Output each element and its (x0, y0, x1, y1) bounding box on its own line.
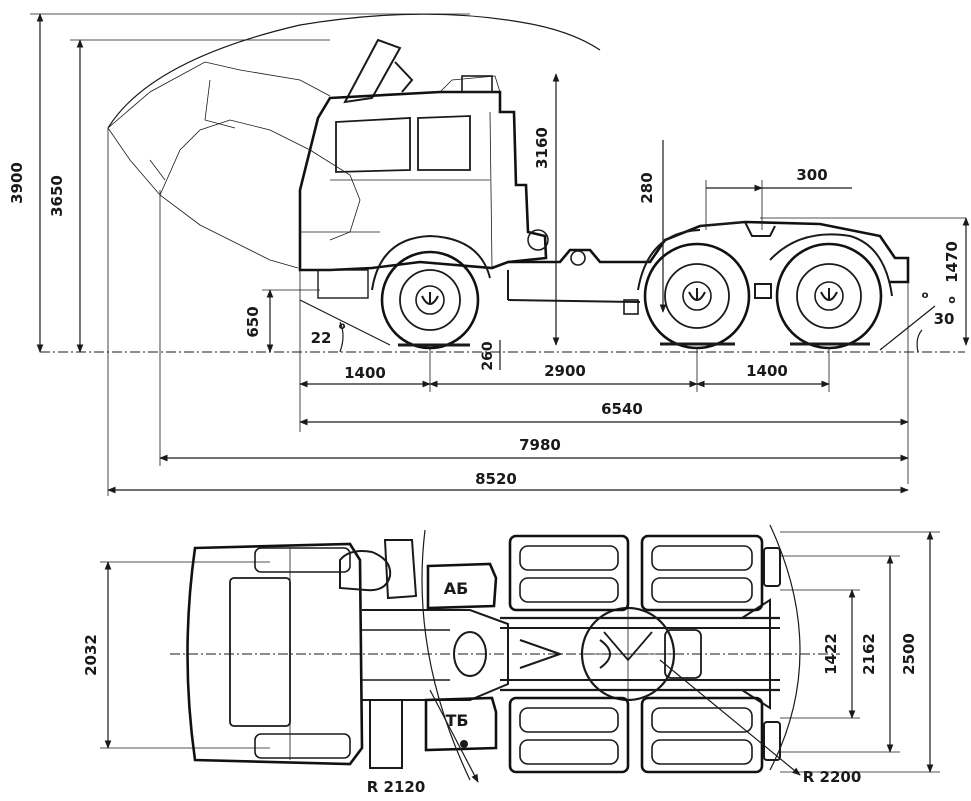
cab-tilt-envelope (107, 13, 601, 269)
front-track-label: 2032 (82, 634, 100, 676)
saddle-offset-dimension: 300 (705, 166, 852, 230)
approach-angle-unit: o (339, 321, 346, 332)
raised-intake (343, 38, 402, 104)
cab-body (298, 75, 549, 299)
battery-box: АБ (426, 562, 498, 610)
saddle-offset-label: 300 (796, 166, 827, 184)
turning-arc-rear (769, 524, 801, 771)
battery-box-label: АБ (444, 579, 469, 598)
rear-tires-right (508, 696, 781, 774)
length-dimensions: 1400 2900 1400 6540 7980 8520 (107, 128, 909, 496)
overall-height-label: 3900 (8, 162, 26, 204)
coupling-degree-mark: o (945, 296, 958, 304)
rear-wheel (769, 233, 893, 350)
rear-track-label: 2162 (860, 633, 878, 675)
front-overhang-label: 1400 (344, 364, 386, 382)
top-view: АБ ТБ (82, 524, 940, 796)
departure-angle-label: 30 (934, 310, 955, 328)
front-overhang-height-label: 650 (244, 306, 262, 337)
fuel-tank: ТБ (424, 696, 498, 752)
angle-dimensions: 22 o 30 o (299, 290, 955, 353)
turning-radius-rear-label: R 2200 (803, 768, 862, 786)
width-dimensions: 2032 1422 2162 2500 (82, 531, 940, 773)
rear-inner-track-label: 1422 (822, 633, 840, 675)
engine-area (339, 539, 509, 769)
front-wheel (371, 234, 491, 350)
chassis-frame (507, 220, 910, 315)
bogie-base-label: 1400 (746, 362, 788, 380)
side-view: 3900 3650 3160 280 1470 o 650 260 300 (8, 13, 970, 496)
ground-clearance-label: 260 (480, 341, 496, 370)
frame-height-label: 280 (638, 172, 656, 203)
wheelbase-label: 2900 (544, 362, 586, 380)
middle-rear-wheel (637, 229, 751, 350)
length-c-label: 8520 (475, 470, 517, 488)
height-dimensions: 3900 3650 3160 280 1470 o 650 260 (8, 13, 970, 371)
fifth-wheel-plan (580, 606, 676, 702)
turning-radius-front-label: R 2120 (367, 778, 426, 796)
fuel-tank-label: ТБ (445, 711, 468, 730)
approach-angle-label: 22 (311, 329, 332, 347)
frame-rails-plan (500, 598, 780, 710)
fifth-wheel-height-label: 3160 (533, 127, 551, 169)
length-a-label: 6540 (601, 400, 643, 418)
cab-plan (186, 542, 364, 766)
rear-tires-left (508, 534, 781, 612)
length-b-label: 7980 (519, 436, 561, 454)
overall-width-label: 2500 (900, 633, 918, 675)
cab-height-label: 3650 (48, 175, 66, 217)
coupling-height-label: 1470 (943, 241, 961, 283)
departure-angle-unit: o (922, 290, 929, 301)
turning-arc-front (421, 529, 471, 781)
